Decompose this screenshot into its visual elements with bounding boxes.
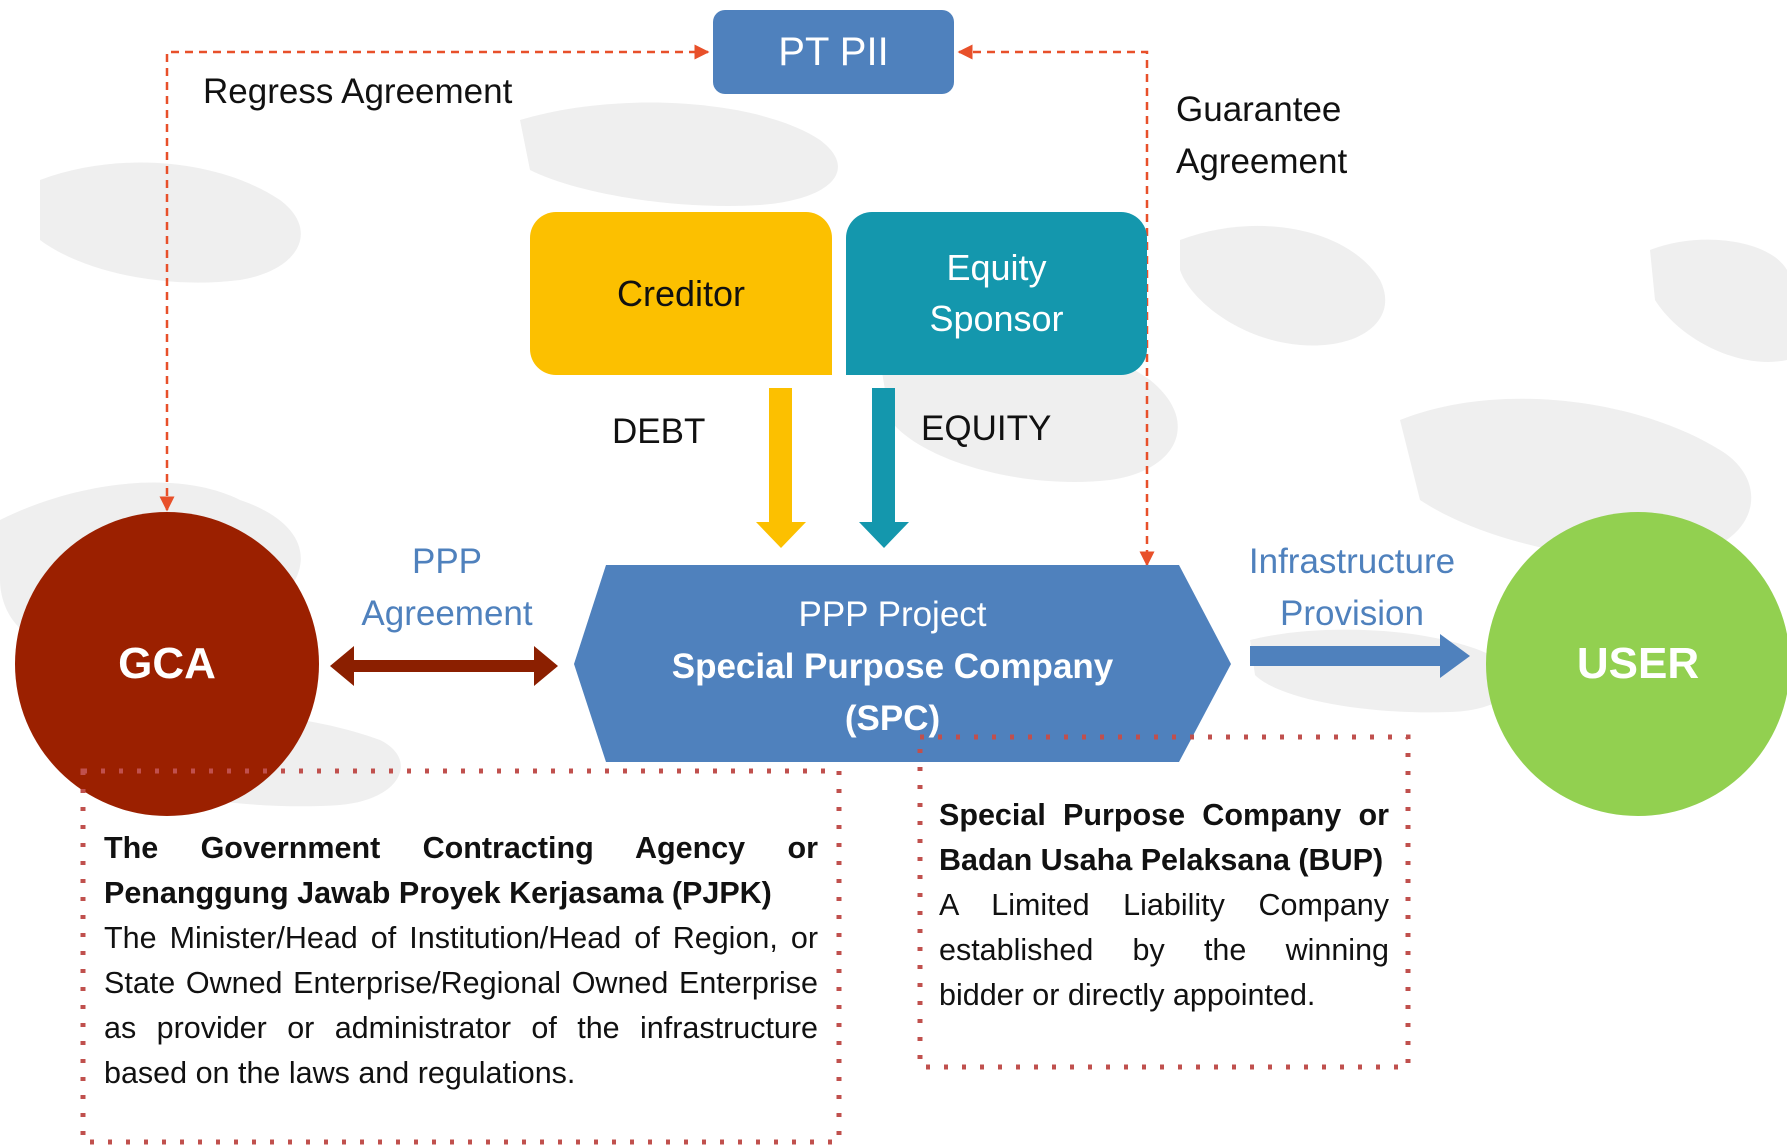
infrastructure-text-line2: Provision (1280, 594, 1424, 633)
ppp-text-line1: PPP (411, 542, 483, 581)
ppp-double-arrow (330, 646, 558, 686)
gca-label: GCA (15, 624, 319, 704)
regress-agreement-text: Regress Agreement (203, 72, 513, 111)
spc-text-line2: Special Purpose Company (671, 647, 1114, 686)
gca-description-border (80, 768, 842, 1145)
infrastructure-arrow (1250, 634, 1470, 678)
spc-hexagon (574, 565, 1231, 762)
spc-label: PPP Project Special Purpose Company (SPC… (606, 589, 1179, 745)
pt-pii-node: PT PII (713, 10, 954, 94)
equity-sponsor-node: Equity Sponsor (846, 212, 1147, 375)
user-text: USER (1576, 639, 1700, 688)
creditor-label: Creditor (616, 272, 746, 314)
spc-text-line3: (SPC) (844, 699, 941, 738)
infrastructure-provision-label: Infrastructure Provision (1222, 536, 1482, 640)
user-label: USER (1486, 624, 1787, 704)
gca-text: GCA (118, 639, 216, 688)
debt-arrow (756, 388, 806, 548)
equity-flow-text: EQUITY (921, 409, 1052, 448)
user-circle (1486, 512, 1787, 816)
regress-connector (159, 44, 710, 512)
ppp-agreement-label: PPP Agreement (345, 536, 549, 640)
pt-pii-label: PT PII (778, 29, 889, 74)
spc-description-body: A Limited Liability Company established … (939, 888, 1389, 1012)
spc-description-title: Special Purpose Company or Badan Usaha P… (939, 798, 1389, 877)
regress-agreement-label: Regress Agreement (203, 72, 512, 112)
gca-description: The Government Contracting Agency or Pen… (104, 826, 818, 1096)
guarantee-connector (957, 44, 1155, 567)
equity-sponsor-label-line2: Sponsor (929, 297, 1064, 339)
spc-text-line1: PPP Project (798, 595, 987, 634)
creditor-node: Creditor (530, 212, 832, 375)
guarantee-text-line2: Agreement (1176, 142, 1348, 181)
gca-description-body: The Minister/Head of Institution/Head of… (104, 921, 818, 1090)
guarantee-agreement-label: Guarantee Agreement (1176, 84, 1347, 188)
guarantee-text-line1: Guarantee (1176, 90, 1342, 129)
infrastructure-text-line1: Infrastructure (1248, 542, 1456, 581)
debt-text: DEBT (612, 412, 706, 451)
gca-circle (15, 512, 319, 816)
equity-flow-label: EQUITY (921, 409, 1051, 449)
spc-description-border (917, 734, 1411, 1070)
gca-description-title: The Government Contracting Agency or Pen… (104, 831, 818, 910)
equity-arrow (859, 388, 909, 548)
equity-sponsor-label-line1: Equity (946, 247, 1047, 289)
spc-description: Special Purpose Company or Badan Usaha P… (939, 793, 1389, 1018)
debt-label: DEBT (612, 412, 705, 452)
ppp-text-line2: Agreement (361, 594, 533, 633)
